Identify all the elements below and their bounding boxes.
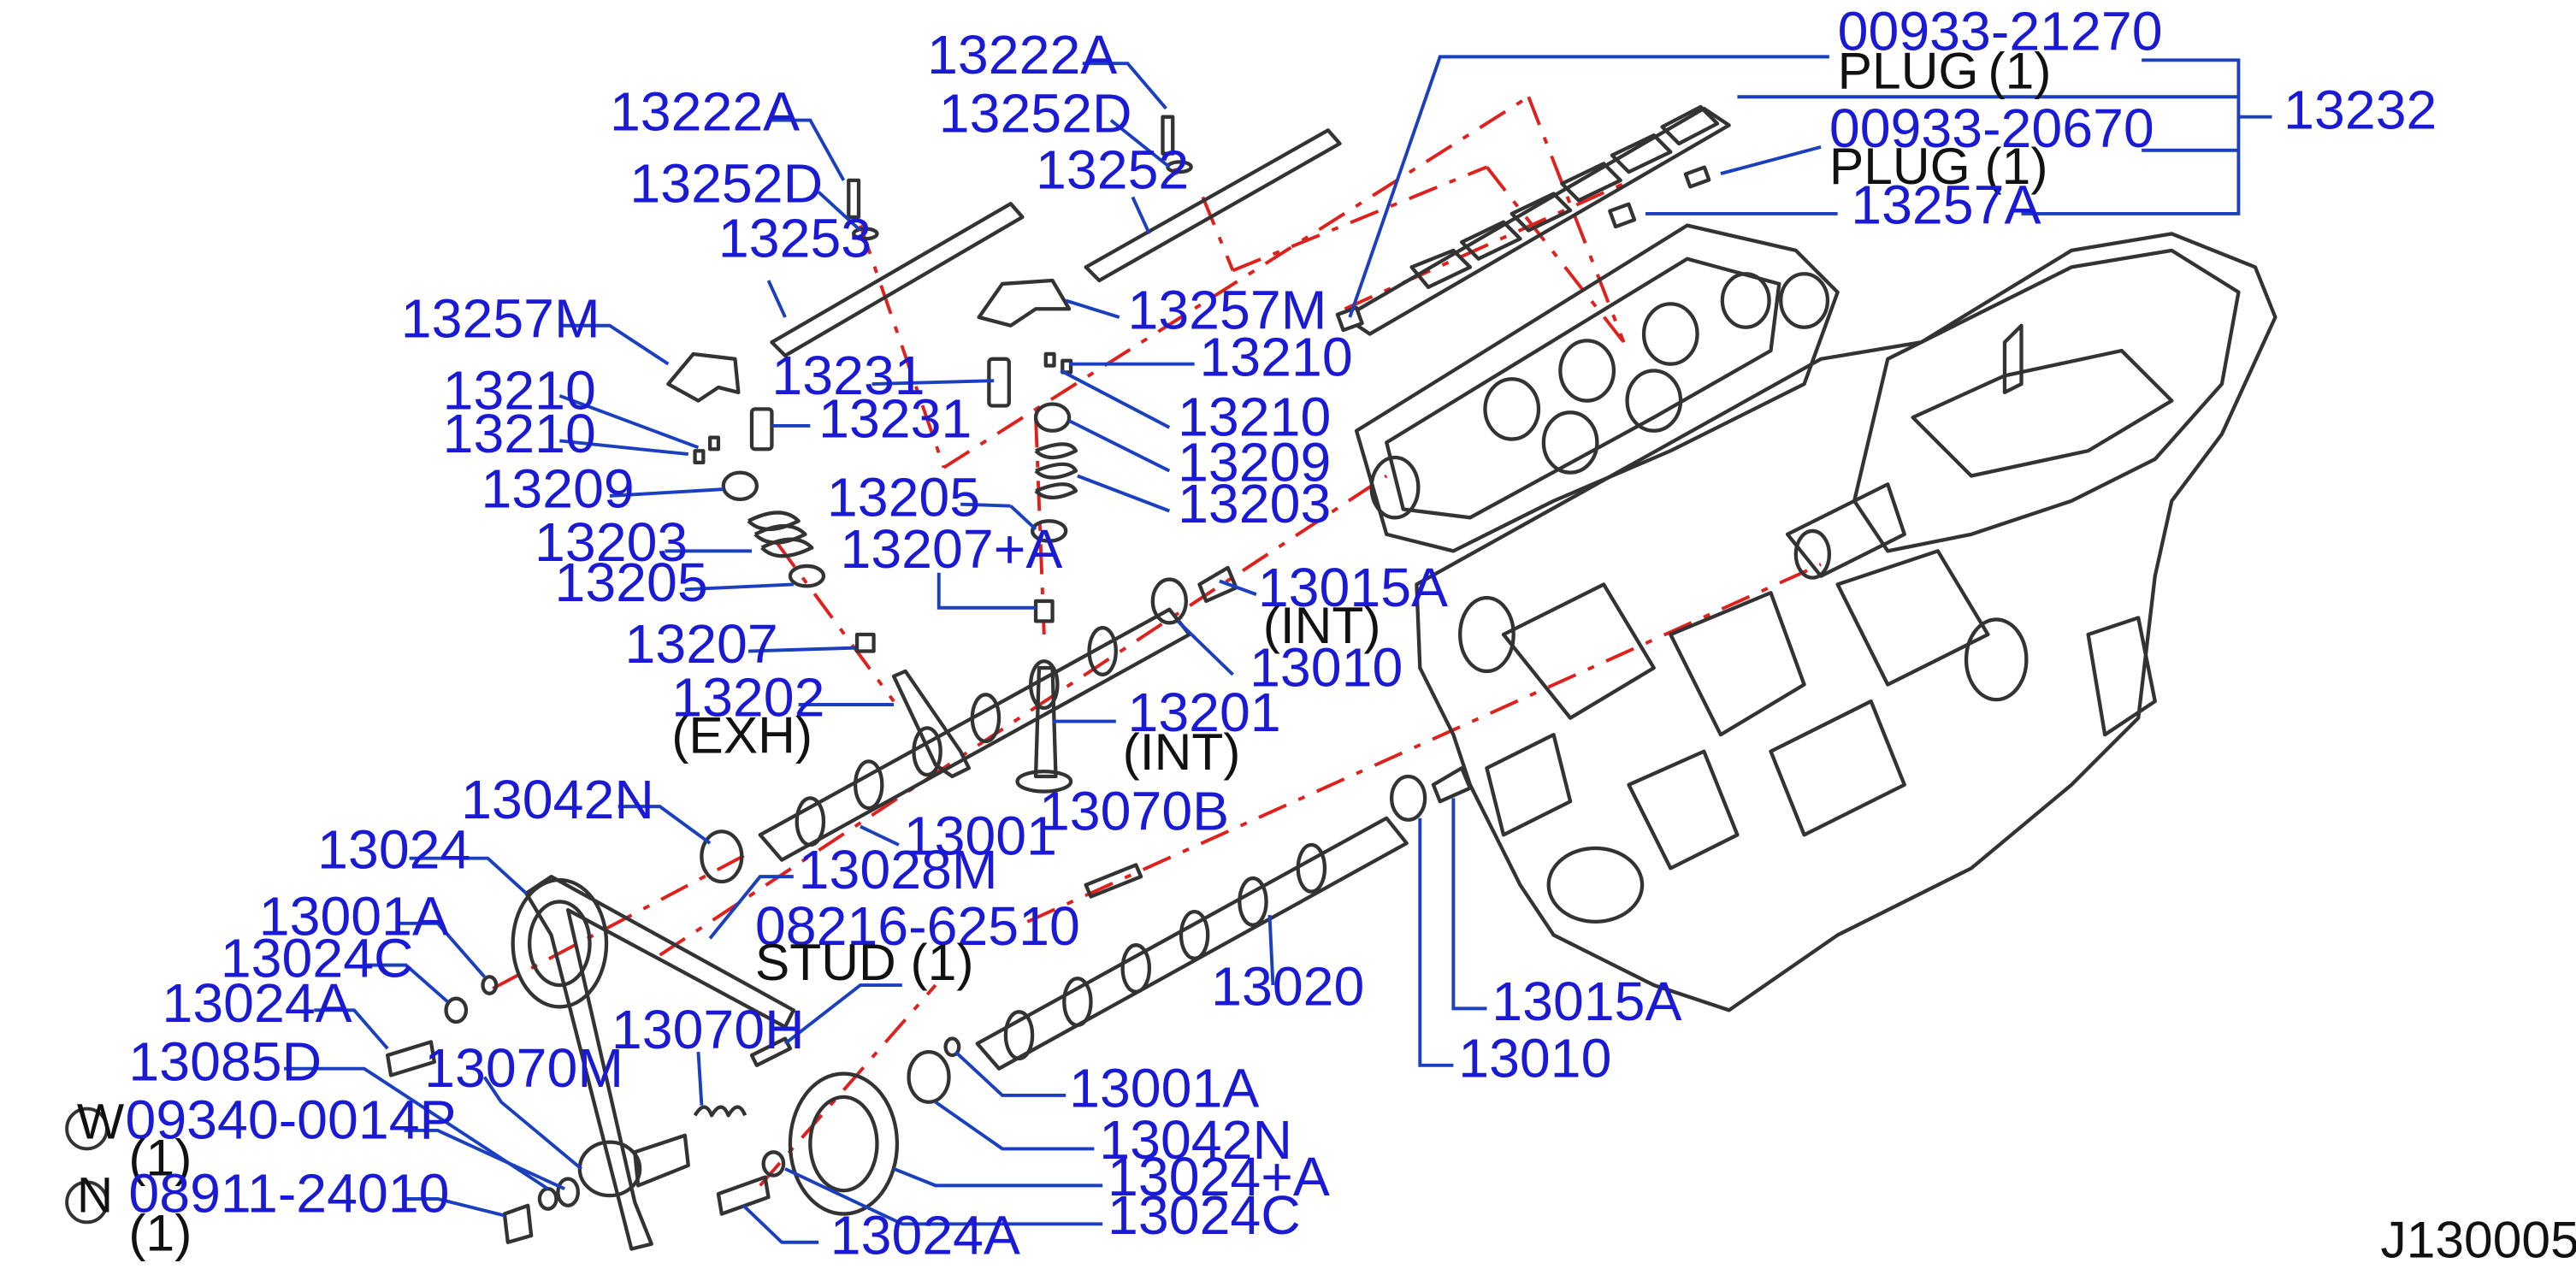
part-number-13024A-left: 13024A [162, 972, 352, 1034]
part-number-13252D-top: 13252D [939, 82, 1132, 144]
n-marker-letter: N [77, 1168, 113, 1224]
part-number-13024A-bottom: 13024A [830, 1204, 1020, 1266]
part-number-13209-left: 13209 [482, 458, 635, 520]
part-number-13210-left-1: 13210 [443, 359, 596, 421]
valve-train-parts [666, 278, 1078, 794]
part-number-13253: 13253 [718, 208, 871, 269]
part-number-13070H: 13070H [612, 999, 805, 1060]
part-number-13231-mid: 13231 [771, 345, 925, 406]
part-number-13232: 13232 [2284, 79, 2437, 140]
plug-note-2: PLUG [1829, 137, 1970, 195]
part-number-13001: 13001 [904, 806, 1057, 867]
part-number-13010-top: 13010 [1250, 637, 1403, 699]
part-number-13024: 13024 [317, 818, 470, 880]
part-number-13222A-left: 13222A [610, 80, 800, 142]
n-qty: (1) [128, 1204, 192, 1262]
part-number-13203-mid: 13203 [1178, 473, 1331, 534]
part-number-00933-21270: 00933-21270 [1838, 1, 2163, 62]
rocker-shaft-assembly [1335, 104, 1731, 336]
diagram-code: J130005Y [2380, 1210, 2576, 1268]
part-number-13207A: 13207+A [841, 518, 1063, 580]
part-number-13210-mid-2: 13210 [1178, 387, 1331, 448]
part-number-13210-left-2: 13210 [443, 403, 596, 464]
part-number-13257M-mid: 13257M [1127, 280, 1326, 341]
part-number-13202: 13202 [671, 667, 824, 729]
part-number-09340-0014P: 09340-0014P [125, 1089, 456, 1151]
w-qty: (1) [128, 1129, 192, 1187]
part-number-13001A-bottom: 13001A [1069, 1058, 1259, 1119]
part-number-13222A-top: 13222A [927, 24, 1117, 86]
plug-note-1: PLUG [1838, 41, 1979, 99]
part-number-13201: 13201 [1127, 682, 1280, 743]
w-marker-letter: W [77, 1095, 125, 1150]
part-number-13042N-top: 13042N [461, 769, 654, 830]
part-number-13010-bottom: 13010 [1458, 1027, 1611, 1089]
part-number-13207: 13207 [625, 613, 778, 675]
part-number-13257A: 13257A [1851, 174, 2041, 236]
part-number-13020: 13020 [1211, 955, 1364, 1017]
engine-block [1415, 232, 2278, 1012]
leader-lines [284, 55, 2272, 1244]
rocker-shafts [770, 115, 1342, 358]
stud-qty: (1) [911, 933, 974, 991]
part-number-13205-left: 13205 [554, 552, 707, 613]
stud-note: STUD [755, 933, 896, 991]
part-number-08911-24010: 08911-24010 [128, 1163, 449, 1225]
part-number-13024C-bottom: 13024C [1108, 1184, 1301, 1246]
w-marker-circle [65, 1107, 109, 1151]
intake-note-1: (INT) [1263, 596, 1381, 654]
intake-note-2: (INT) [1123, 723, 1241, 781]
part-number-13042N-bottom: 13042N [1099, 1109, 1292, 1171]
part-number-13015A-top: 13015A [1258, 557, 1448, 618]
part-number-13015A-bottom: 13015A [1492, 971, 1681, 1032]
part-number-13252D-left: 13252D [629, 152, 823, 214]
plug-qty-1: (1) [1988, 41, 2051, 99]
part-number-00933-20670: 00933-20670 [1829, 97, 2154, 159]
part-number-13070B: 13070B [1039, 780, 1229, 841]
part-number-13209-mid: 13209 [1178, 431, 1331, 493]
plug-qty-2: (1) [1985, 137, 2048, 195]
exhaust-note: (EXH) [671, 706, 812, 764]
part-number-13028M: 13028M [799, 839, 998, 900]
part-number-13252: 13252 [1036, 139, 1189, 201]
part-number-13024C-left: 13024C [221, 927, 414, 989]
part-number-13210-mid-1: 13210 [1199, 326, 1352, 387]
part-number-13085D: 13085D [128, 1030, 322, 1092]
cylinder-head [1354, 223, 1840, 553]
part-number-13231-left: 13231 [818, 388, 972, 450]
part-number-08216-62510: 08216-62510 [755, 895, 1080, 957]
part-number-13257M-left: 13257M [401, 287, 600, 349]
part-number-13070M: 13070M [424, 1037, 623, 1099]
part-number-13001A-left: 13001A [259, 885, 449, 947]
part-number-13205-mid: 13205 [827, 466, 980, 528]
part-labels: 00933-21270 PLUG (1) 13232 00933-20670 P… [65, 1, 2576, 1268]
belt-drive [386, 829, 1143, 1251]
n-marker-circle [65, 1180, 109, 1225]
part-number-13203-left: 13203 [535, 511, 688, 573]
part-number-13024A-plus: 13024+A [1108, 1146, 1330, 1207]
